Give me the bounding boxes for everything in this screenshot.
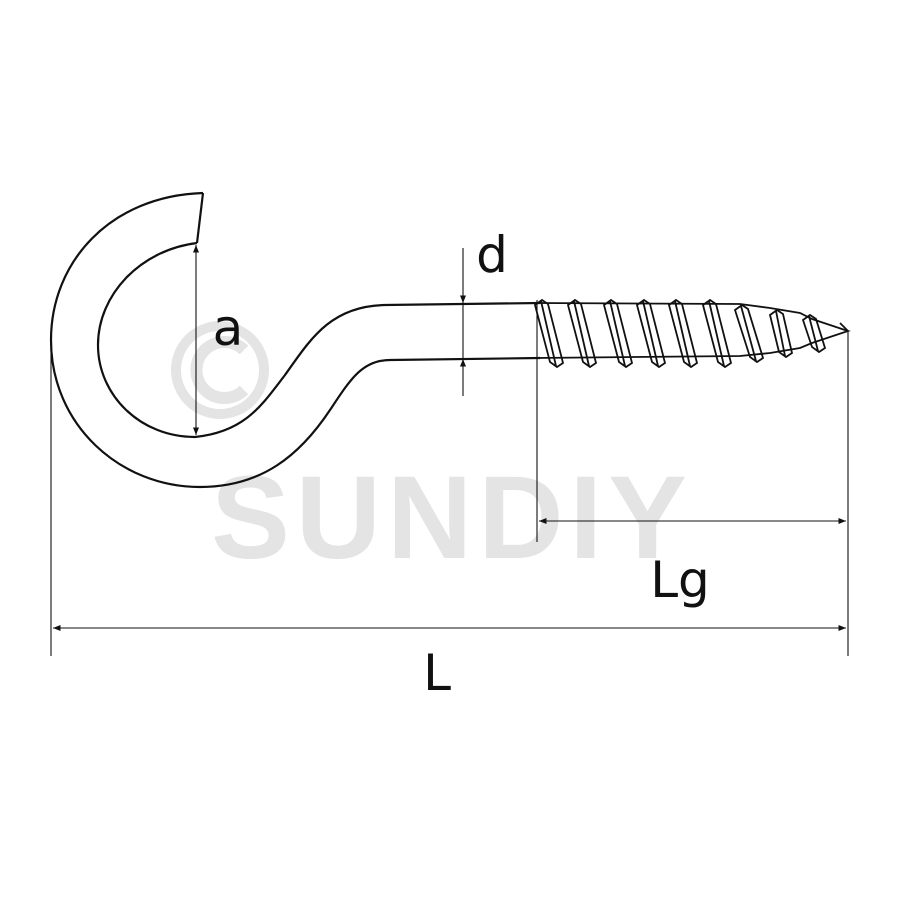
- label-d: d: [476, 226, 508, 284]
- label-Lg: Lg: [650, 551, 710, 609]
- thread-tip: [839, 322, 849, 332]
- screw-thread: [533, 298, 851, 369]
- hook-outline: [49, 191, 541, 489]
- outer-contour: [49, 191, 541, 489]
- label-a: a: [213, 299, 244, 357]
- thread-turn: [768, 308, 794, 359]
- thread-turn: [733, 303, 765, 364]
- thread-turn: [566, 298, 598, 369]
- brand-watermark: SUNDIY: [211, 452, 693, 584]
- label-L: L: [423, 644, 451, 702]
- copyright-watermark-icon: [171, 321, 269, 419]
- thread-turn: [801, 313, 827, 354]
- dimension-lines: [50, 245, 849, 656]
- watermark: © SUNDIY: [171, 321, 693, 584]
- thread-turn: [701, 298, 733, 369]
- thread-turn: [635, 298, 667, 369]
- thread-turn: [533, 298, 565, 369]
- thread-turn: [602, 298, 634, 369]
- thread-turn: [667, 298, 699, 369]
- inner-contour: [96, 241, 541, 439]
